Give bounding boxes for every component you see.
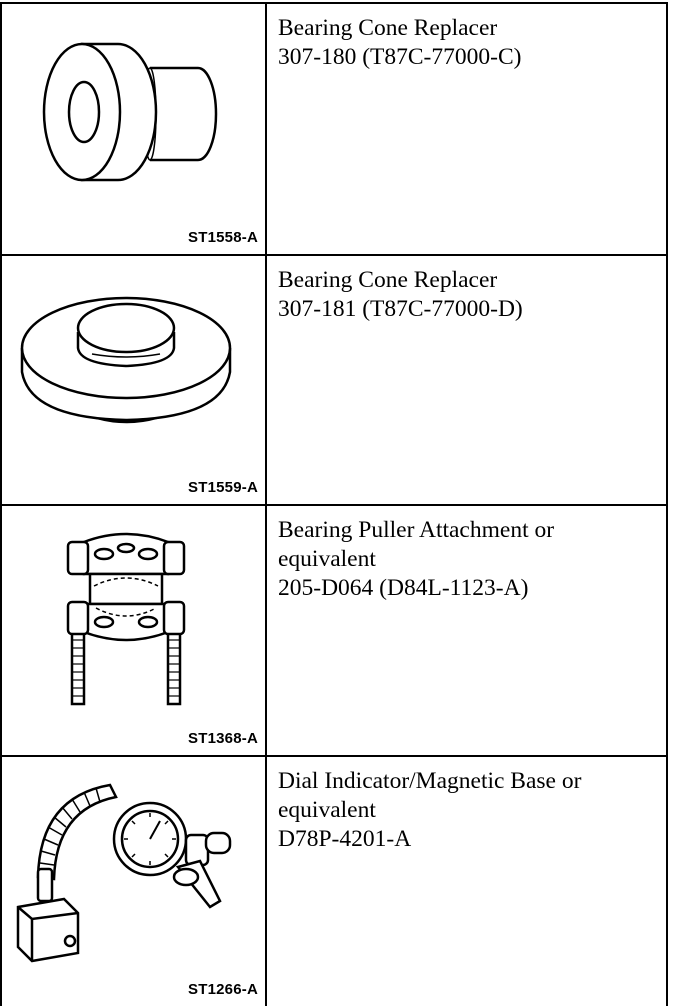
- table-row: ST1558-A Bearing Cone Replacer 307-180 (…: [0, 4, 668, 254]
- table-row: ST1559-A Bearing Cone Replacer 307-181 (…: [0, 256, 668, 504]
- table-row: ST1266-A Dial Indicator/Magnetic Base or…: [0, 757, 668, 1006]
- row-divider-1: [0, 254, 668, 256]
- tool-illustration-cell: ST1368-A: [0, 506, 266, 755]
- tool-description: Bearing Cone Replacer 307-181 (T87C-7700…: [278, 266, 663, 324]
- tool-description: Bearing Cone Replacer 307-180 (T87C-7700…: [278, 14, 663, 72]
- tool-illustration-cell: ST1558-A: [0, 4, 266, 254]
- tool-illustration-cell: ST1266-A: [0, 757, 266, 1006]
- row-divider-3: [0, 755, 668, 757]
- figure-code: ST1559-A: [188, 479, 258, 496]
- tool-number: 307-181 (T87C-77000-D): [278, 296, 523, 322]
- figure-code: ST1558-A: [188, 229, 258, 246]
- tool-description: Dial Indicator/Magnetic Base or equivale…: [278, 767, 663, 854]
- bearing-cone-replacer-ring-icon: [20, 296, 232, 424]
- table-row: ST1368-A Bearing Puller Attachment or eq…: [0, 506, 668, 755]
- figure-code: ST1368-A: [188, 730, 258, 747]
- tool-name: Dial Indicator/Magnetic Base or: [278, 768, 582, 794]
- tool-number: 307-180 (T87C-77000-C): [278, 44, 522, 70]
- tool-number: D78P-4201-A: [278, 826, 412, 852]
- table-border-top: [0, 2, 668, 4]
- tool-name: Bearing Puller Attachment or: [278, 517, 555, 543]
- tool-number: 205-D064 (D84L-1123-A): [278, 575, 529, 601]
- tool-name: Bearing Cone Replacer: [278, 15, 498, 41]
- tool-name-continued: equivalent: [278, 797, 376, 823]
- bearing-cone-replacer-cylinder-icon: [42, 42, 218, 182]
- dial-indicator-icon: [16, 783, 232, 963]
- tool-name: Bearing Cone Replacer: [278, 267, 498, 293]
- row-divider-2: [0, 504, 668, 506]
- tool-name-continued: equivalent: [278, 546, 376, 572]
- bearing-puller-icon: [66, 532, 186, 706]
- figure-code: ST1266-A: [188, 981, 258, 998]
- tool-description: Bearing Puller Attachment or equivalent …: [278, 516, 663, 603]
- tool-illustration-cell: ST1559-A: [0, 256, 266, 504]
